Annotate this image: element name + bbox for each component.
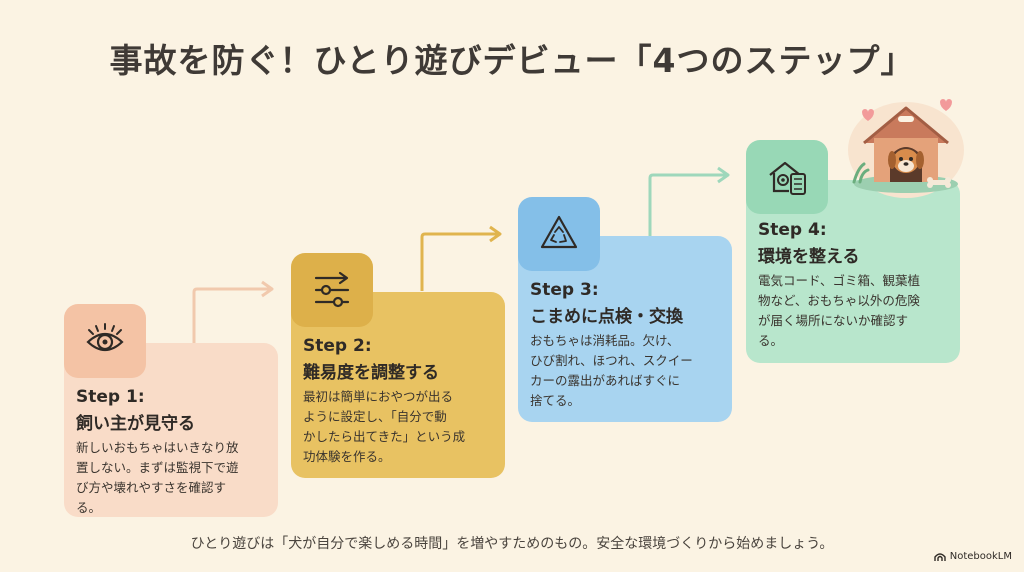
step-3-heading: こまめに点検・交換 — [530, 307, 683, 327]
step-2-label: Step 2: — [303, 336, 372, 356]
notebooklm-logo-icon — [934, 552, 946, 561]
step-4-heading: 環境を整える — [758, 247, 860, 267]
step-1-body: 新しいおもちゃはいきなり放 置しない。まずは監視下で遊 び方や壊れやすさを確認す… — [76, 440, 239, 515]
step-1-label: Step 1: — [76, 387, 145, 407]
eye-icon — [86, 323, 124, 352]
step-3-label: Step 3: — [530, 280, 599, 300]
arrow-2-to-3 — [420, 225, 502, 291]
step-1-card: Step 1: 飼い主が見守る 新しいおもちゃはいきなり放 置しない。まずは監視… — [64, 343, 278, 517]
step-3-icon-tab — [518, 197, 600, 271]
dog-house-illustration — [848, 99, 964, 198]
footer-note: ひとり遊びは「犬が自分で楽しめる時間」を増やすためのもの。安全な環境づくりから始… — [190, 536, 834, 552]
recycle-icon — [540, 215, 578, 249]
step-4-card: Step 4: 環境を整える 電気コード、ゴミ箱、観葉植 物など、おもちゃ以外の… — [746, 180, 960, 363]
brand-label: NotebookLM — [949, 551, 1012, 562]
brand-watermark: NotebookLM — [934, 551, 1012, 562]
step-2-icon-tab — [291, 253, 373, 327]
step-4-icon-tab — [746, 140, 828, 214]
step-2-heading: 難易度を調整する — [303, 363, 439, 383]
home-checklist-icon — [769, 161, 806, 195]
arrow-3-to-4 — [648, 166, 730, 236]
step-3-body: おもちゃは消耗品。欠け、 ひび割れ、ほつれ、スクイー カーの露出があればすぐに … — [530, 333, 693, 408]
step-1-icon-tab — [64, 304, 146, 378]
step-4-label: Step 4: — [758, 220, 827, 240]
step-1-heading: 飼い主が見守る — [76, 414, 195, 434]
arrow-1-to-2 — [192, 280, 274, 346]
page-title: 事故を防ぐ！ひとり遊びデビュー「4つのステップ」 — [109, 41, 915, 80]
step-2-body: 最初は簡単におやつが出る ように設定し、「自分で動 かしたら出てきた」という成 … — [303, 389, 466, 464]
step-4-body: 電気コード、ゴミ箱、観葉植 物など、おもちゃ以外の危険 が届く場所にないか確認す… — [758, 273, 921, 348]
sliders-icon — [314, 271, 350, 308]
